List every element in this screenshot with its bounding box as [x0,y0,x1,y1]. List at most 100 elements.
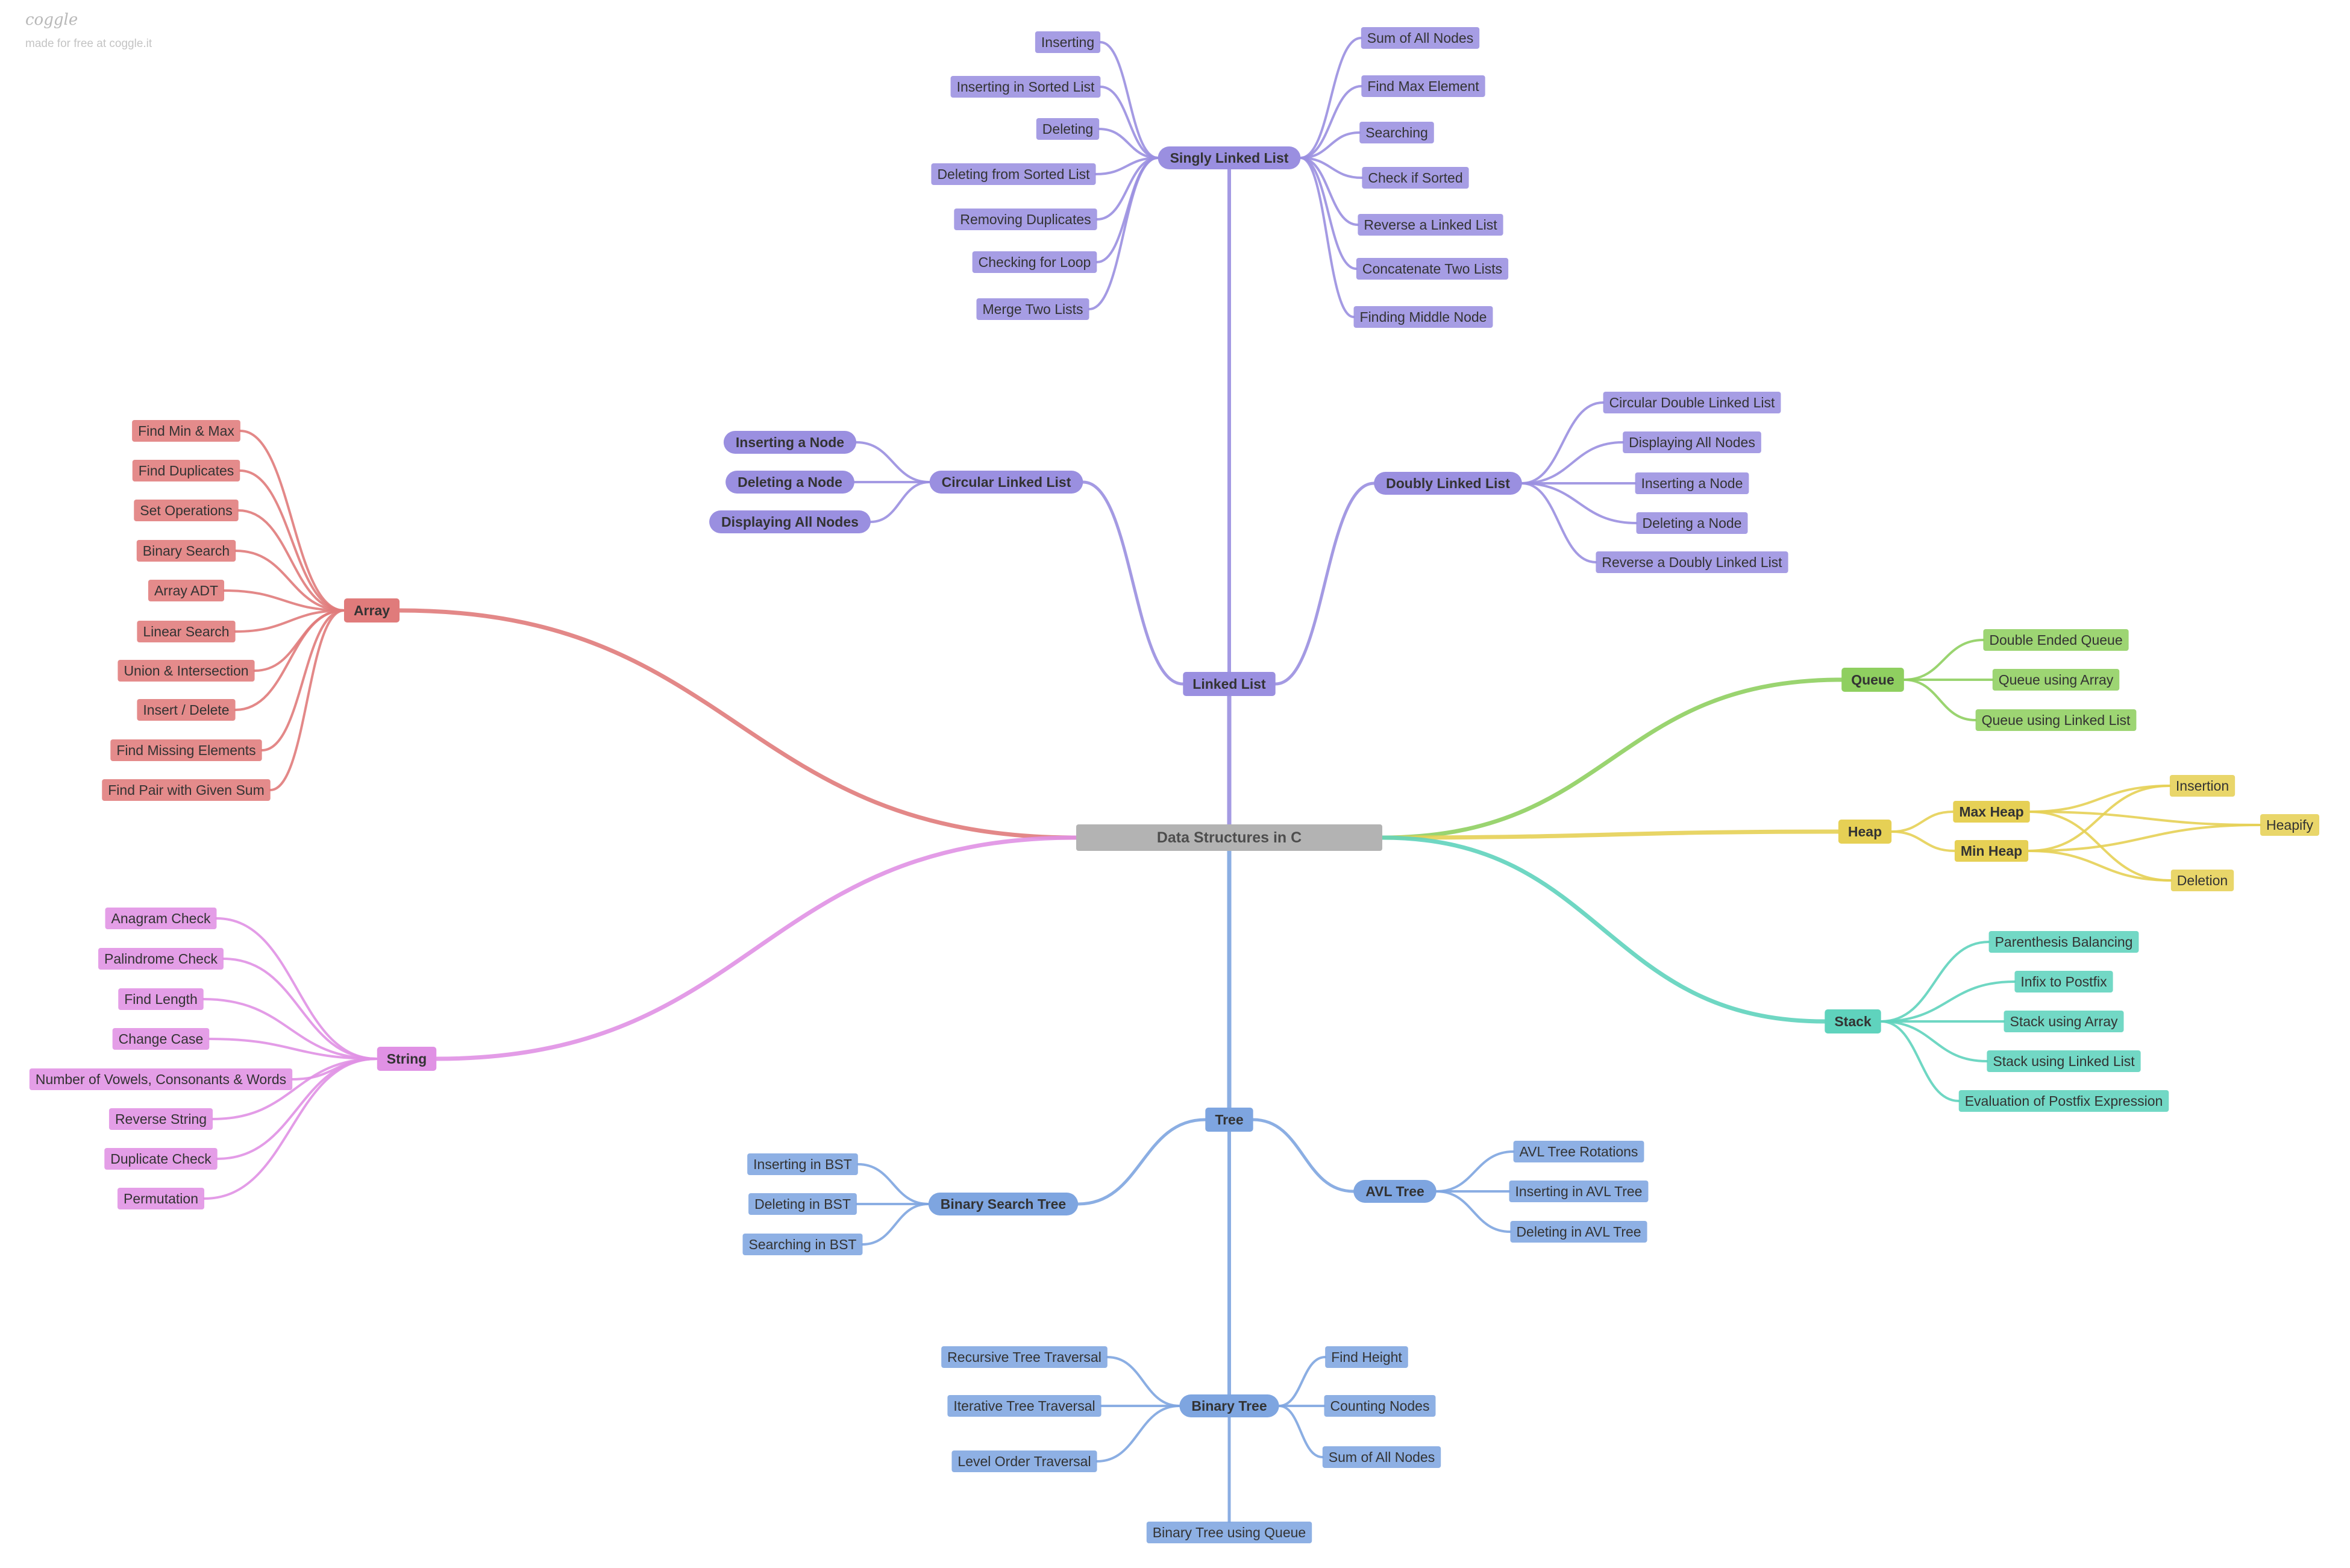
node-searching[interactable]: Searching [1359,122,1434,143]
node-insert-delete[interactable]: Insert / Delete [137,699,236,721]
node-anagram-check[interactable]: Anagram Check [105,908,217,929]
node-box [343,598,400,622]
node-iterative-tree-traversal[interactable]: Iterative Tree Traversal [947,1395,1101,1417]
node-stack-using-array[interactable]: Stack using Array [2004,1011,2124,1032]
node-merge-two-lists[interactable]: Merge Two Lists [976,298,1089,320]
node-avl-tree[interactable]: AVL Tree [1353,1180,1437,1203]
node-min-heap[interactable]: Min Heap [1954,840,2029,862]
connector-str-str_4 [208,1038,378,1060]
node-infix-to-postfix[interactable]: Infix to Postfix [2014,971,2113,993]
node-deleting-in-avl-tree[interactable]: Deleting in AVL Tree [1510,1221,1647,1243]
node-find-max-element[interactable]: Find Max Element [1361,75,1485,97]
connector-arr-arr_4 [234,550,345,612]
node-inserting[interactable]: Inserting [1035,31,1101,53]
node-evaluation-of-postfix-expression[interactable]: Evaluation of Postfix Expression [1958,1090,2169,1112]
node-binary-search-tree[interactable]: Binary Search Tree [928,1193,1079,1215]
node-find-pair-with-given-sum[interactable]: Find Pair with Given Sum [102,779,271,801]
node-avl-tree-rotations[interactable]: AVL Tree Rotations [1513,1141,1644,1162]
node-binary-search[interactable]: Binary Search [136,540,236,562]
node-circular-double-linked-list[interactable]: Circular Double Linked List [1603,392,1781,413]
node-duplicate-check[interactable]: Duplicate Check [104,1148,218,1170]
node-sum-of-all-nodes[interactable]: Sum of All Nodes [1361,27,1480,49]
node-tree[interactable]: Tree [1205,1108,1253,1132]
node-deleting-a-node[interactable]: Deleting a Node [1636,512,1748,534]
node-sum-of-all-nodes[interactable]: Sum of All Nodes [1322,1446,1441,1468]
connector-maxh-hfy [2028,811,2262,826]
node-circular-linked-list[interactable]: Circular Linked List [929,471,1083,494]
node-stack[interactable]: Stack [1825,1009,1881,1033]
node-label: Stack using Array [2010,1014,2118,1029]
node-string[interactable]: String [377,1047,437,1071]
node-reverse-string[interactable]: Reverse String [108,1108,213,1130]
node-deleting-a-node[interactable]: Deleting a Node [725,471,854,494]
node-check-if-sorted[interactable]: Check if Sorted [1362,167,1469,189]
node-array[interactable]: Array [343,598,400,622]
node-singly-linked-list[interactable]: Singly Linked List [1158,146,1301,169]
node-checking-for-loop[interactable]: Checking for Loop [972,251,1097,273]
node-queue-using-linked-list[interactable]: Queue using Linked List [1975,709,2137,731]
node-union-and-intersection[interactable]: Union & Intersection [118,660,255,682]
node-change-case[interactable]: Change Case [112,1028,210,1050]
node-find-height[interactable]: Find Height [1325,1346,1408,1368]
node-queue-using-array[interactable]: Queue using Array [1992,669,2120,691]
connector-minh-ins [2027,785,2171,852]
node-max-heap[interactable]: Max Heap [1953,801,2030,823]
node-heap[interactable]: Heap [1838,820,1892,844]
node-array-adt[interactable]: Array ADT [148,580,225,601]
node-heapify[interactable]: Heapify [2260,814,2319,836]
node-insertion[interactable]: Insertion [2169,775,2236,797]
node-label: Permutation [124,1191,198,1206]
node-label: Infix to Postfix [2020,974,2107,989]
node-displaying-all-nodes[interactable]: Displaying All Nodes [709,510,871,533]
node-number-of-vowels-consonants-and-words[interactable]: Number of Vowels, Consonants & Words [29,1068,293,1090]
node-palindrome-check[interactable]: Palindrome Check [98,948,224,970]
node-label: Evaluation of Postfix Expression [1965,1093,2163,1109]
node-binary-tree[interactable]: Binary Tree [1179,1394,1279,1417]
node-recursive-tree-traversal[interactable]: Recursive Tree Traversal [941,1346,1108,1368]
node-inserting-in-avl-tree[interactable]: Inserting in AVL Tree [1509,1181,1649,1202]
node-inserting-a-node[interactable]: Inserting a Node [723,431,857,454]
node-deleting-from-sorted-list[interactable]: Deleting from Sorted List [931,163,1096,185]
node-stack-using-linked-list[interactable]: Stack using Linked List [1987,1050,2141,1072]
node-label: Find Min & Max [138,423,234,439]
node-inserting-a-node[interactable]: Inserting a Node [1635,472,1749,494]
node-reverse-a-doubly-linked-list[interactable]: Reverse a Doubly Linked List [1596,551,1788,573]
node-inserting-in-sorted-list[interactable]: Inserting in Sorted List [950,76,1101,98]
node-linear-search[interactable]: Linear Search [137,621,236,642]
node-box [1036,118,1100,140]
node-finding-middle-node[interactable]: Finding Middle Node [1353,306,1493,328]
node-linked-list[interactable]: Linked List [1183,672,1276,696]
node-box [972,251,1097,273]
node-queue[interactable]: Queue [1841,668,1904,692]
node-deleting-in-bst[interactable]: Deleting in BST [748,1193,857,1215]
node-displaying-all-nodes[interactable]: Displaying All Nodes [1623,431,1761,453]
node-reverse-a-linked-list[interactable]: Reverse a Linked List [1358,214,1503,236]
node-parenthesis-balancing[interactable]: Parenthesis Balancing [1988,931,2139,953]
node-searching-in-bst[interactable]: Searching in BST [742,1234,863,1255]
node-deletion[interactable]: Deletion [2170,870,2234,891]
node-label: Find Pair with Given Sum [108,782,264,798]
node-binary-tree-using-queue[interactable]: Binary Tree using Queue [1146,1522,1312,1543]
node-label: Deleting a Node [738,474,842,490]
node-permutation[interactable]: Permutation [117,1188,205,1209]
connector-str-str_1 [215,917,378,1060]
node-set-operations[interactable]: Set Operations [134,500,239,521]
node-find-missing-elements[interactable]: Find Missing Elements [110,739,262,761]
node-double-ended-queue[interactable]: Double Ended Queue [1983,629,2129,651]
node-data-structures-in-c[interactable]: Data Structures in C [1076,824,1382,851]
node-level-order-traversal[interactable]: Level Order Traversal [951,1450,1097,1472]
node-box [723,431,857,454]
node-find-min-and-max[interactable]: Find Min & Max [132,420,240,442]
node-label: Inserting a Node [1641,475,1743,491]
node-deleting[interactable]: Deleting [1036,118,1100,140]
node-box [1838,820,1892,844]
node-concatenate-two-lists[interactable]: Concatenate Two Lists [1356,258,1509,280]
node-find-duplicates[interactable]: Find Duplicates [132,460,240,481]
node-removing-duplicates[interactable]: Removing Duplicates [954,209,1097,230]
node-counting-nodes[interactable]: Counting Nodes [1324,1395,1436,1417]
node-find-length[interactable]: Find Length [118,988,204,1010]
node-inserting-in-bst[interactable]: Inserting in BST [747,1153,858,1175]
node-box [1509,1181,1649,1202]
node-doubly-linked-list[interactable]: Doubly Linked List [1374,472,1522,495]
